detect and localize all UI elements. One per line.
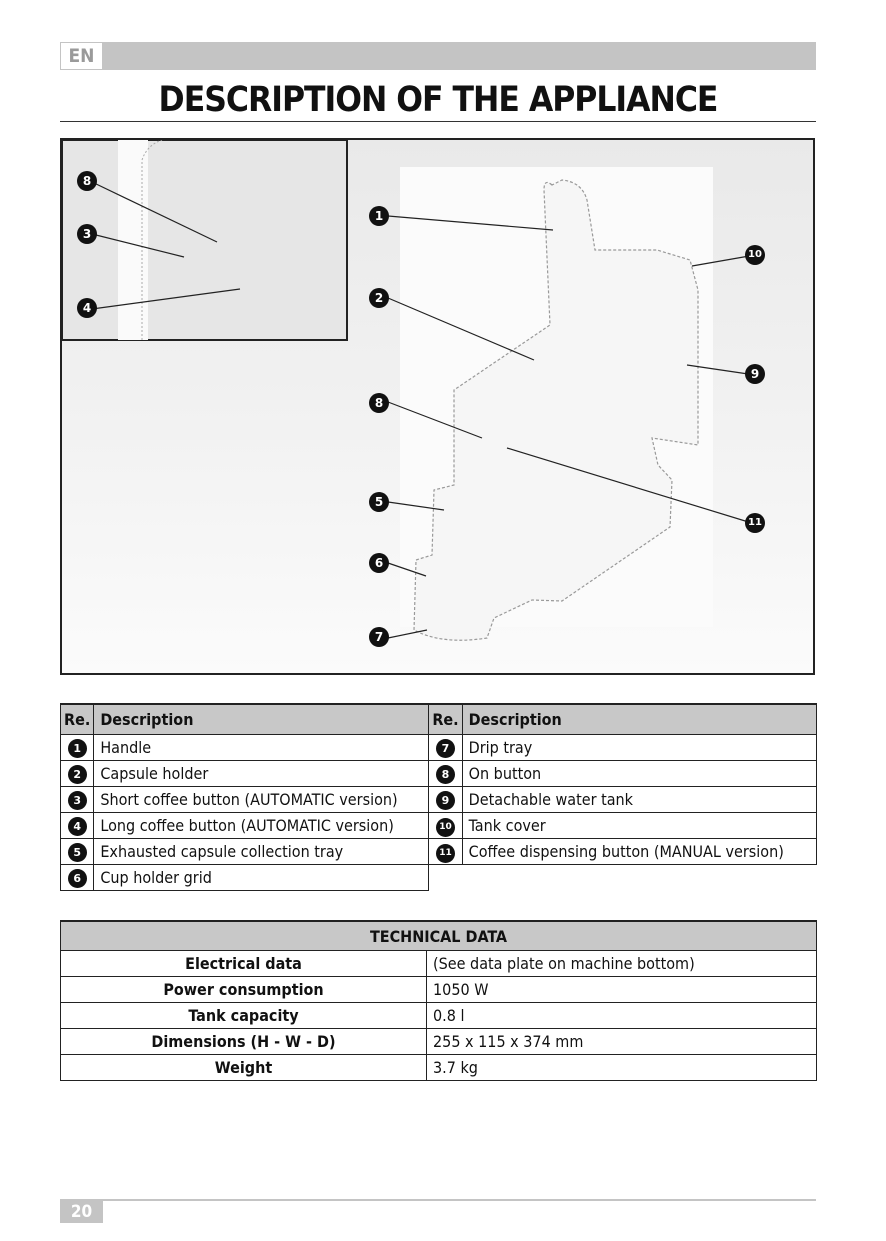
page-title: DESCRIPTION OF THE APPLIANCE [158,80,719,120]
parts-reference-table: Re. Description Re. Description 1 Handle… [59,703,818,891]
callout-8: 8 [369,393,389,413]
callout-8-inset: 8 [77,171,97,191]
ref-number: 11 [435,844,455,863]
page-number: 20 [60,1201,103,1223]
tech-row: Dimensions (H - W - D) 255 x 115 x 374 m… [60,1028,817,1055]
tech-label: Weight [60,1054,427,1081]
callout-10: 10 [745,245,765,265]
ref-number: 7 [435,739,455,758]
ref-number: 8 [435,765,455,784]
part-description: Drip tray [461,734,818,761]
ref-number: 1 [67,739,87,758]
language-badge: EN [60,42,103,70]
tech-value: (See data plate on machine bottom) [426,950,817,977]
part-description: Coffee dispensing button (MANUAL version… [461,838,818,865]
callout-2: 2 [369,288,389,308]
col-desc-header: Description [461,703,818,735]
part-description: Short coffee button (AUTOMATIC version) [93,786,430,813]
tech-value: 255 x 115 x 374 mm [426,1028,817,1055]
leader-lines [91,181,756,639]
part-description: On button [461,760,818,787]
tech-value: 1050 W [426,976,817,1003]
part-description: Detachable water tank [461,786,818,813]
col-ref-header: Re. [428,703,463,735]
table-row: 1 Handle 7 Drip tray [59,734,818,761]
ref-number: 2 [67,765,87,784]
part-description: Exhausted capsule collection tray [93,838,430,865]
part-description: Handle [93,734,430,761]
part-description: Tank cover [461,812,818,839]
table-row: 2 Capsule holder 8 On button [59,760,818,787]
table-header-row: Re. Description Re. Description [59,703,818,735]
tech-label: Dimensions (H - W - D) [60,1028,427,1055]
callout-6: 6 [369,553,389,573]
footer-divider [60,1199,816,1201]
machine-outline [413,179,699,641]
callout-4: 4 [77,298,97,318]
table-row: 3 Short coffee button (AUTOMATIC version… [59,786,818,813]
callout-9: 9 [745,364,765,384]
part-description: Capsule holder [93,760,430,787]
callout-5: 5 [369,492,389,512]
col-ref-header: Re. [59,703,95,735]
callout-1: 1 [369,206,389,226]
ref-number: 9 [435,791,455,810]
callout-7: 7 [369,627,389,647]
ref-number: 4 [67,817,87,836]
appliance-figure: 8 3 4 1 2 8 5 6 7 10 9 11 [60,138,815,675]
table-row: 5 Exhausted capsule collection tray 11 C… [59,838,818,865]
tech-value: 3.7 kg [426,1054,817,1081]
title-divider [60,121,816,122]
table-row: 6 Cup holder grid [59,864,817,891]
tech-table-title: TECHNICAL DATA [60,920,817,951]
part-description: Cup holder grid [93,864,430,891]
tech-row: Weight 3.7 kg [60,1054,817,1081]
technical-data-table: TECHNICAL DATA Electrical data (See data… [60,920,817,1081]
tech-row: Tank capacity 0.8 l [60,1002,817,1029]
ref-number: 10 [435,818,455,837]
ref-number: 3 [67,791,87,810]
tech-row: Power consumption 1050 W [60,976,817,1003]
callout-3: 3 [77,224,97,244]
header-bar [60,42,816,70]
callout-11: 11 [745,513,765,533]
ref-number: 5 [67,843,87,862]
inset-detail-box [62,140,348,341]
ref-number: 6 [67,869,87,888]
table-row: 4 Long coffee button (AUTOMATIC version)… [59,812,818,839]
tech-row: Electrical data (See data plate on machi… [60,950,817,977]
tech-label: Electrical data [60,950,427,977]
tech-header-row: TECHNICAL DATA [60,920,817,951]
tech-label: Power consumption [60,976,427,1003]
part-description: Long coffee button (AUTOMATIC version) [93,812,430,839]
col-desc-header: Description [93,703,430,735]
inset-machine-side [118,140,148,340]
tech-label: Tank capacity [60,1002,427,1029]
tech-value: 0.8 l [426,1002,817,1029]
appliance-illustration [62,140,756,641]
